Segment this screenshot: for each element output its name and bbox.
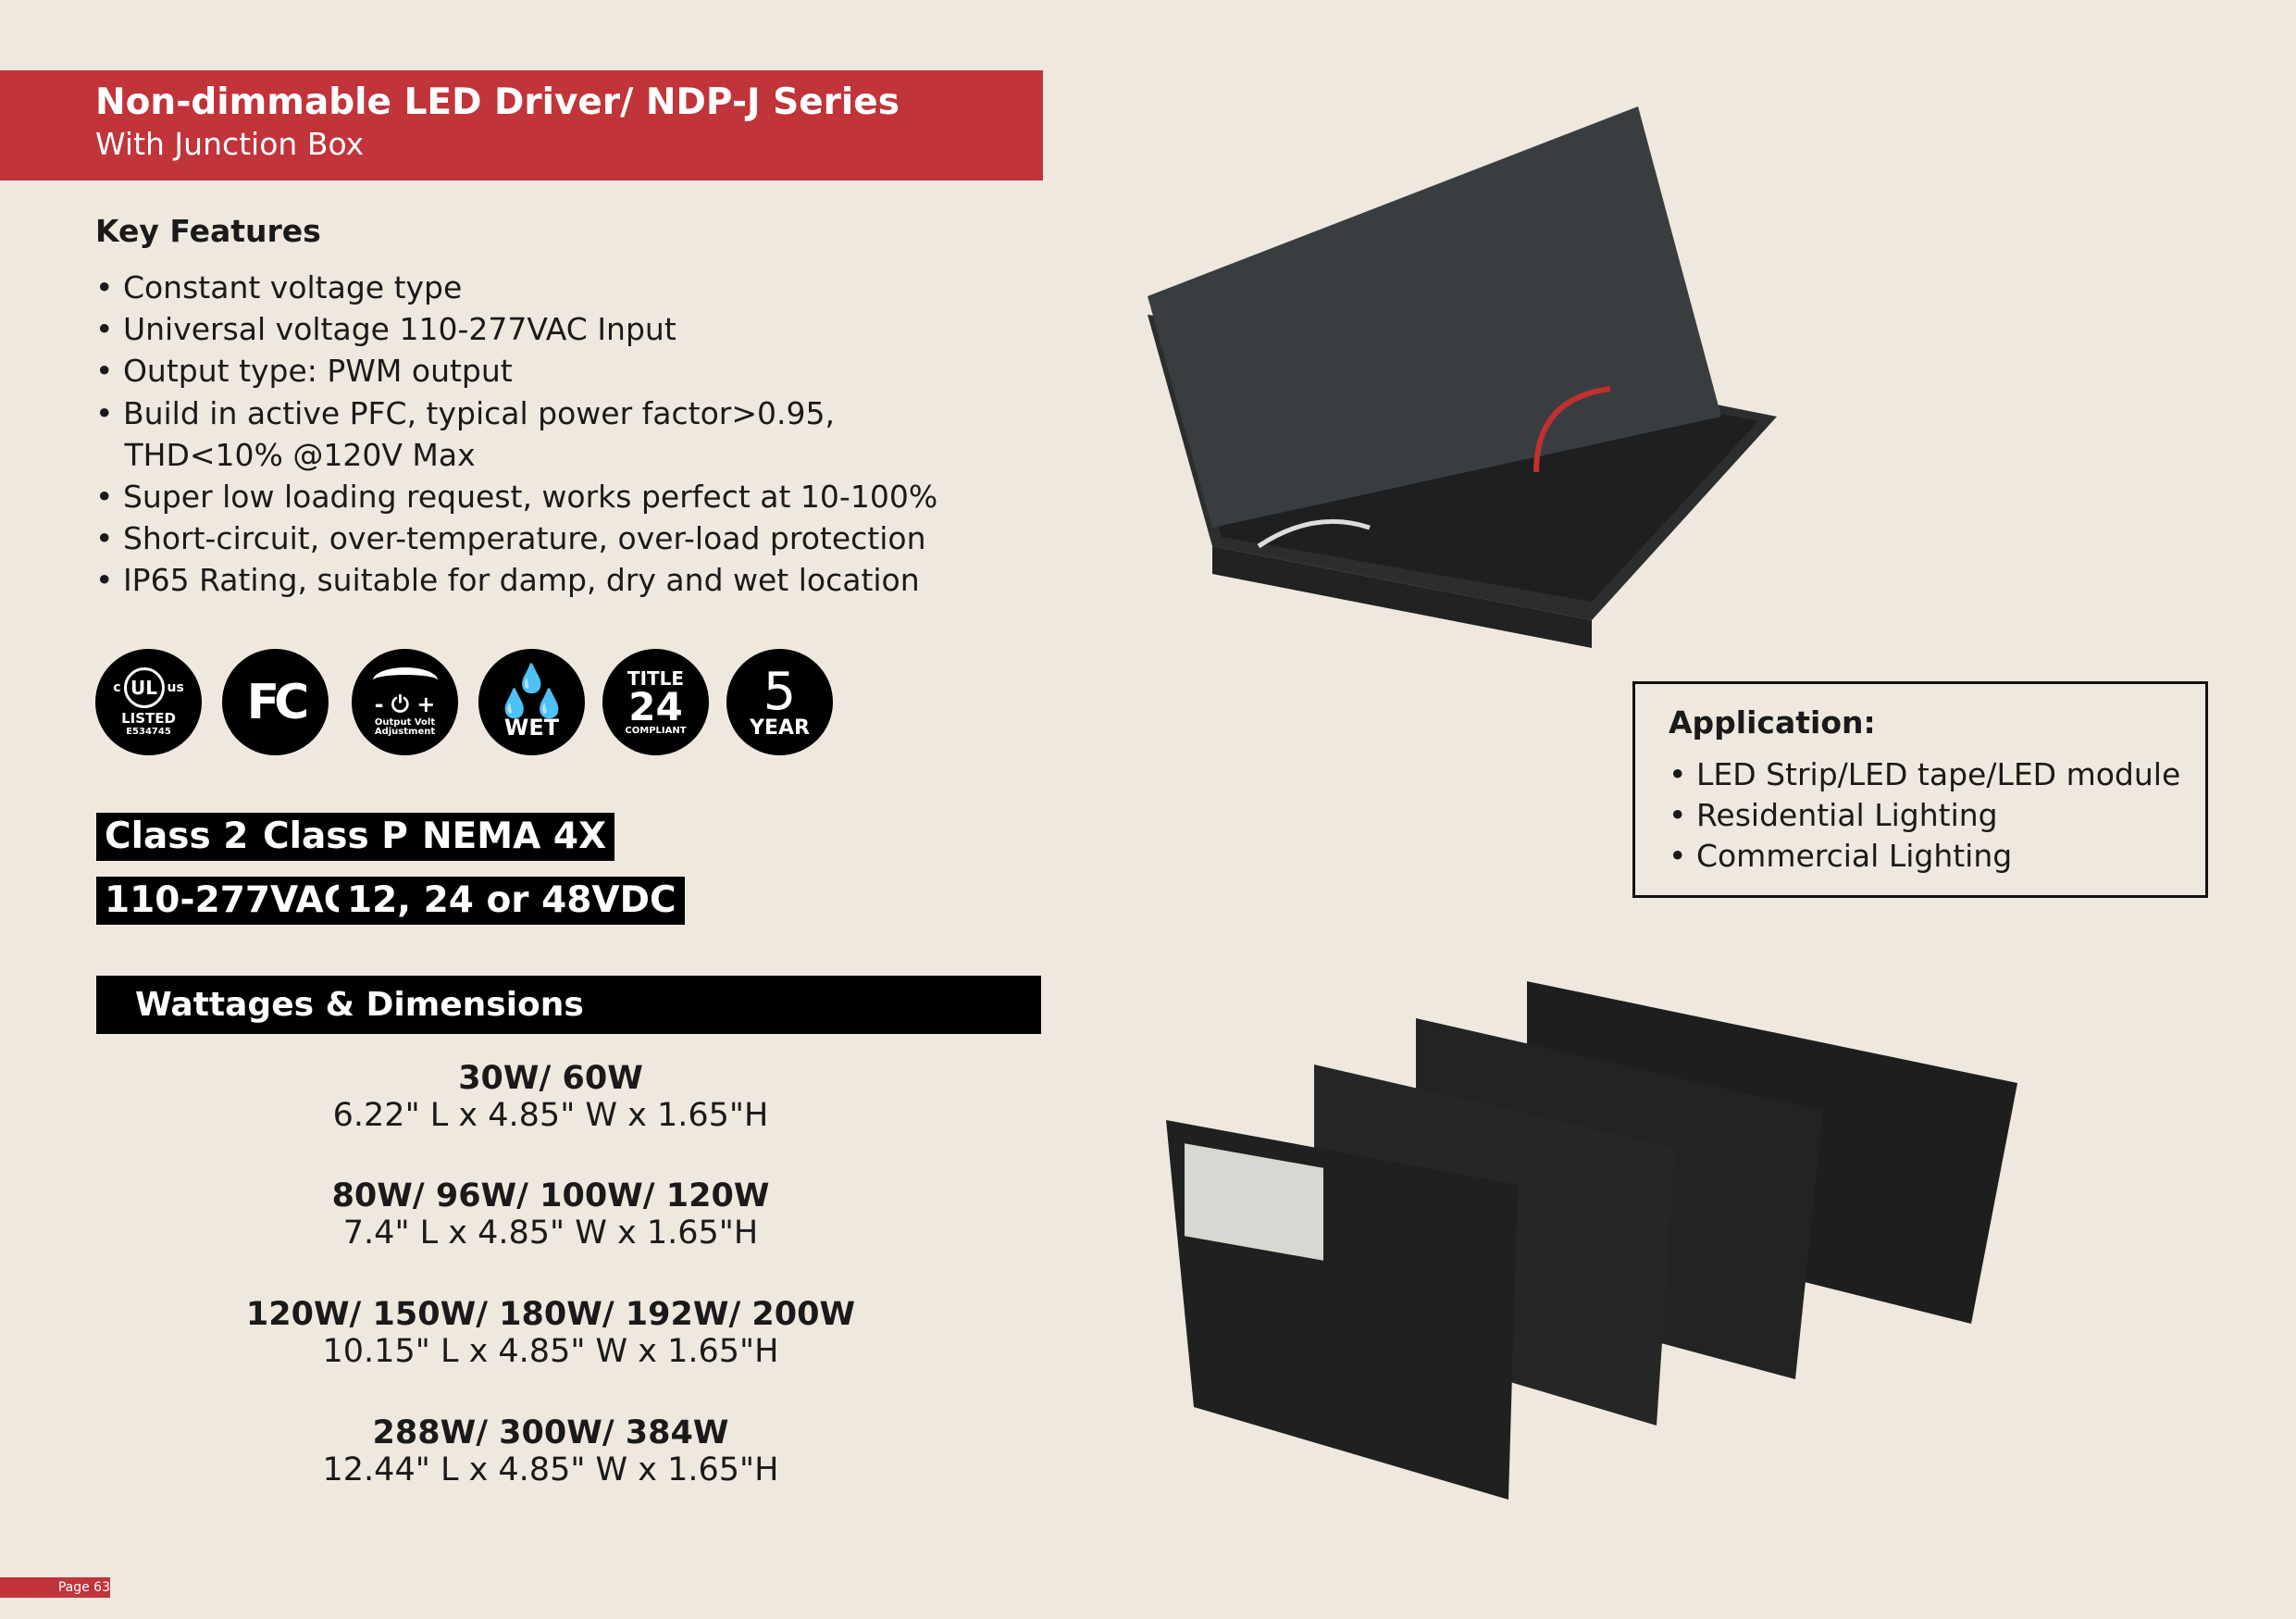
- wattages-heading: Wattages & Dimensions: [135, 986, 584, 1024]
- application-list: • LED Strip/LED tape/LED module • Reside…: [1669, 754, 2180, 877]
- fcc-icon: FC: [222, 649, 329, 755]
- badge-class-2: Class 2: [96, 813, 257, 861]
- application-heading: Application:: [1669, 704, 1876, 741]
- feature-item: • Short-circuit, over-temperature, over-…: [95, 520, 926, 557]
- feature-item: • Constant voltage type: [95, 269, 463, 305]
- page-number: Page 63: [0, 1577, 110, 1598]
- application-box: Application: • LED Strip/LED tape/LED mo…: [1632, 681, 2208, 898]
- feature-item: • IP65 Rating, suitable for damp, dry an…: [95, 562, 920, 599]
- wattages-heading-bar: Wattages & Dimensions: [96, 976, 1041, 1034]
- application-item: • LED Strip/LED tape/LED module: [1669, 756, 2181, 792]
- driver-family-product-image: [1166, 981, 2017, 1500]
- badge-class-p: Class P: [254, 813, 416, 861]
- badge-input-voltage: 110-277VAC: [96, 877, 359, 925]
- application-item: • Commercial Lighting: [1669, 838, 2013, 874]
- output-volt-adjustment-icon: - ⏻ + Output Volt Adjustment: [352, 649, 458, 755]
- key-features-list: • Constant voltage type • Universal volt…: [95, 267, 937, 602]
- five-year-warranty-icon: 5 YEAR: [726, 649, 833, 755]
- feature-item: THD<10% @120V Max: [95, 436, 476, 473]
- feature-item: • Universal voltage 110-277VAC Input: [95, 311, 676, 348]
- badge-output-voltage: 12, 24 or 48VDC: [339, 877, 685, 925]
- page-subtitle: With Junction Box: [95, 126, 365, 162]
- wet-location-icon: 💧💧💧 WET: [478, 649, 585, 755]
- title-24-icon: TITLE 24 COMPLIANT: [602, 649, 709, 755]
- header-banner: Non-dimmable LED Driver/ NDP-J Series Wi…: [0, 70, 1043, 181]
- feature-item: • Output type: PWM output: [95, 353, 513, 390]
- application-item: • Residential Lighting: [1669, 797, 1998, 833]
- junction-box-product-image: [1148, 106, 1777, 648]
- feature-item: • Super low loading request, works perfe…: [95, 479, 938, 516]
- badge-nema-4x: NEMA 4X: [414, 813, 615, 861]
- key-features-heading: Key Features: [95, 213, 321, 249]
- page-title: Non-dimmable LED Driver/ NDP-J Series: [95, 81, 900, 123]
- feature-item: • Build in active PFC, typical power fac…: [95, 394, 835, 431]
